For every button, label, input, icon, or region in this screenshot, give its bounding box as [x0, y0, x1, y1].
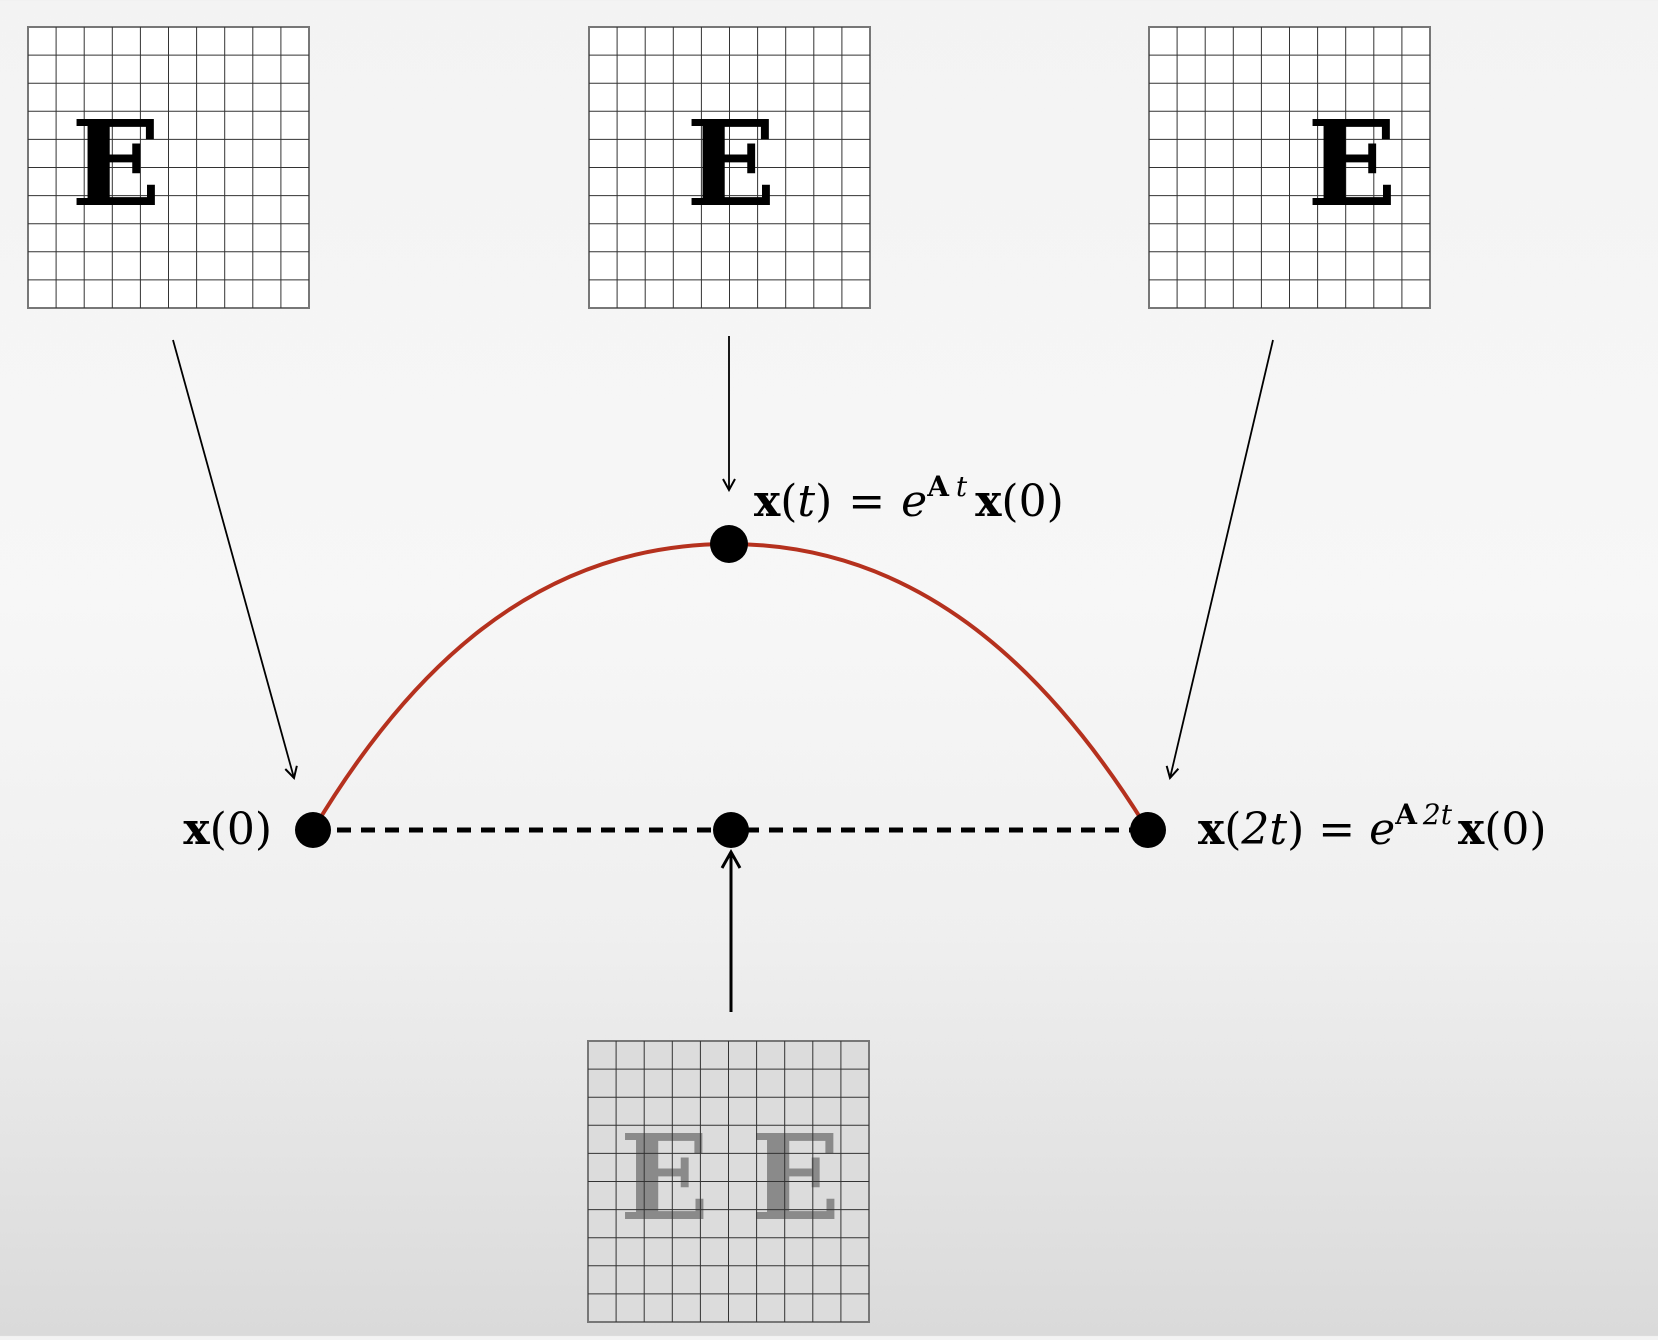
label-x2t-exp-base: e [1369, 804, 1395, 855]
label-xt-rhs-var: x [975, 476, 1002, 527]
label-x2t-equals: = [1318, 804, 1355, 855]
label-xt-exp-matrix: A [926, 470, 950, 503]
panel-bottom: E E [587, 1040, 870, 1323]
panel-right-letter: E [1307, 94, 1397, 233]
arrow-right-to-x2t [1170, 339, 1274, 778]
point-x2t [1130, 812, 1166, 848]
panel-right: E [1148, 26, 1431, 309]
point-x0 [295, 812, 331, 848]
label-x2t-rhs-var: x [1458, 804, 1485, 855]
label-x0-close: ) [255, 804, 272, 855]
panel-left-grid [28, 27, 309, 308]
label-xt-lhs-close: ) [815, 476, 832, 527]
point-midpoint [713, 812, 749, 848]
label-x2t-lhs-open: ( [1224, 804, 1241, 855]
panel-middle-grid [589, 27, 870, 308]
label-x2t-exp-matrix: A [1394, 798, 1418, 831]
panel-left: E [27, 26, 310, 309]
label-xt-exp-base: e [901, 476, 927, 527]
label-x0-arg: 0 [227, 804, 255, 855]
panel-middle-letter: E [686, 94, 776, 233]
label-x2t-lhs-close: ) [1287, 804, 1304, 855]
trajectory-curve [311, 541, 1150, 832]
panel-middle: E [588, 26, 871, 309]
label-x2t-lhs-var: x [1198, 804, 1225, 855]
label-xt-rhs-close: ) [1047, 476, 1064, 527]
label-x2t-rhs-close: ) [1529, 804, 1546, 855]
label-x2t-exp-sup: 2t [1422, 798, 1453, 831]
point-xt [710, 525, 748, 563]
label-xt-rhs-arg: 0 [1019, 476, 1047, 527]
label-xt-exp-sup: t [956, 470, 968, 503]
panel-bottom-letters: E E [620, 1108, 841, 1247]
label-xt-rhs-open: ( [1001, 476, 1018, 527]
arrow-left-to-x0 [172, 339, 294, 778]
panel-left-letter: E [71, 94, 161, 233]
label-x2t-lhs-arg: 2t [1240, 804, 1287, 855]
label-xt-lhs-var: x [754, 476, 781, 527]
panel-bottom-grid [588, 1041, 869, 1322]
panel-right-grid [1149, 27, 1430, 308]
label-xt-equals: = [848, 476, 885, 527]
label-x0-var: x [183, 804, 210, 855]
label-x2t-rhs-arg: 0 [1501, 804, 1529, 855]
label-xt-lhs-arg: t [797, 476, 815, 527]
label-x0: x(0) [183, 804, 272, 855]
label-xt-lhs-open: ( [780, 476, 797, 527]
label-x0-open: ( [210, 804, 227, 855]
label-x2t-rhs-open: ( [1484, 804, 1501, 855]
